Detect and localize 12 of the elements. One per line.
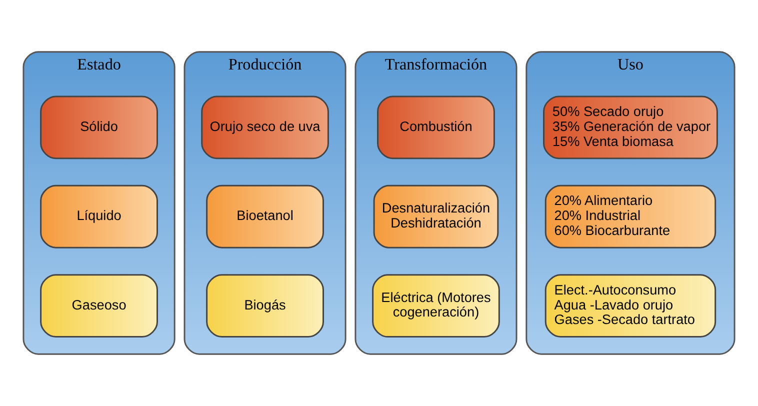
node-box: Desnaturalización Deshidratación xyxy=(373,184,499,248)
node-box: Sólido xyxy=(40,96,158,160)
node-box: Orujo seco de uva xyxy=(201,96,329,160)
node-box: Biogás xyxy=(206,274,324,338)
node-box: Eléctrica (Motores cogeneración) xyxy=(372,274,500,338)
node-box: Combustión xyxy=(377,96,495,160)
node-box: 50% Secado orujo 35% Generación de vapor 15% Venta biomasa xyxy=(543,96,718,160)
node-box: Elect.-Autoconsumo Agua -Lavado orujo Gases -Secado tartrato xyxy=(544,274,716,338)
node-box: Bioetanol xyxy=(206,184,324,248)
node-box: Gaseoso xyxy=(40,274,158,338)
node-box: Líquido xyxy=(40,184,158,248)
node-box: 20% Alimentario 20% Industrial 60% Biocarburante xyxy=(544,184,716,248)
